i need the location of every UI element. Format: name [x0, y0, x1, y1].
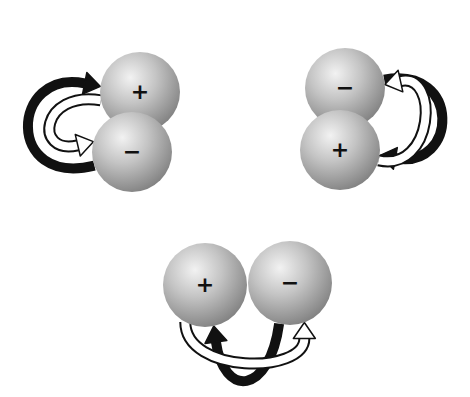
charge-sphere: +	[163, 243, 247, 327]
charge-sign: +	[196, 274, 214, 296]
charge-sign: −	[336, 77, 354, 99]
charge-sphere: +	[300, 110, 380, 190]
charge-sign: −	[123, 141, 141, 163]
arrow-shaft	[185, 322, 304, 363]
charge-sign: +	[131, 81, 149, 103]
arrow-outline	[379, 81, 426, 162]
arrow-head	[205, 326, 227, 343]
arrow-head	[385, 70, 403, 91]
curved-arrow	[28, 73, 100, 169]
curved-arrow	[185, 322, 315, 363]
charge-sign: +	[331, 139, 349, 161]
curved-arrow	[380, 78, 443, 169]
curved-arrow	[379, 70, 426, 161]
charge-sphere: −	[92, 112, 172, 192]
arrow-head	[83, 73, 101, 95]
arrow-shaft	[379, 81, 426, 162]
arrow-head	[293, 322, 315, 338]
arrow-head	[75, 135, 93, 156]
charge-sphere: −	[248, 241, 332, 325]
charge-sign: −	[281, 272, 299, 294]
arrow-shaft	[216, 324, 279, 382]
arrow-outline	[185, 322, 304, 363]
